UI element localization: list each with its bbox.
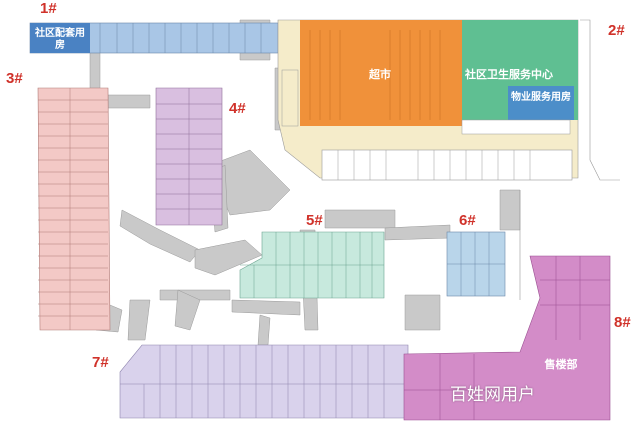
building-6 (446, 231, 506, 297)
building-5 (239, 231, 385, 299)
building-2 (277, 19, 579, 181)
community-facility-label: 社区配套用房 (35, 28, 85, 51)
building-1-label: 1# (40, 0, 57, 17)
site-lines (519, 19, 620, 300)
building-3 (37, 87, 111, 331)
building-8 (403, 255, 611, 421)
watermark: 百姓网用户 (450, 385, 535, 405)
supermarket-label: 超市 (369, 68, 391, 81)
building-5-label: 5# (306, 212, 323, 229)
building-8-label: 8# (614, 314, 631, 331)
building-6-label: 6# (459, 212, 476, 229)
building-1 (29, 22, 279, 54)
building-4 (155, 87, 223, 226)
building-4-label: 4# (229, 100, 246, 117)
health-center-label: 社区卫生服务中心 (465, 68, 553, 81)
building-3-label: 3# (6, 70, 23, 87)
building-2-label: 2# (608, 22, 625, 39)
sales-office-label: 售楼部 (544, 358, 578, 371)
property-service-label: 物业服务用房 (511, 92, 571, 103)
building-7-label: 7# (92, 354, 109, 371)
building-7 (119, 344, 409, 419)
